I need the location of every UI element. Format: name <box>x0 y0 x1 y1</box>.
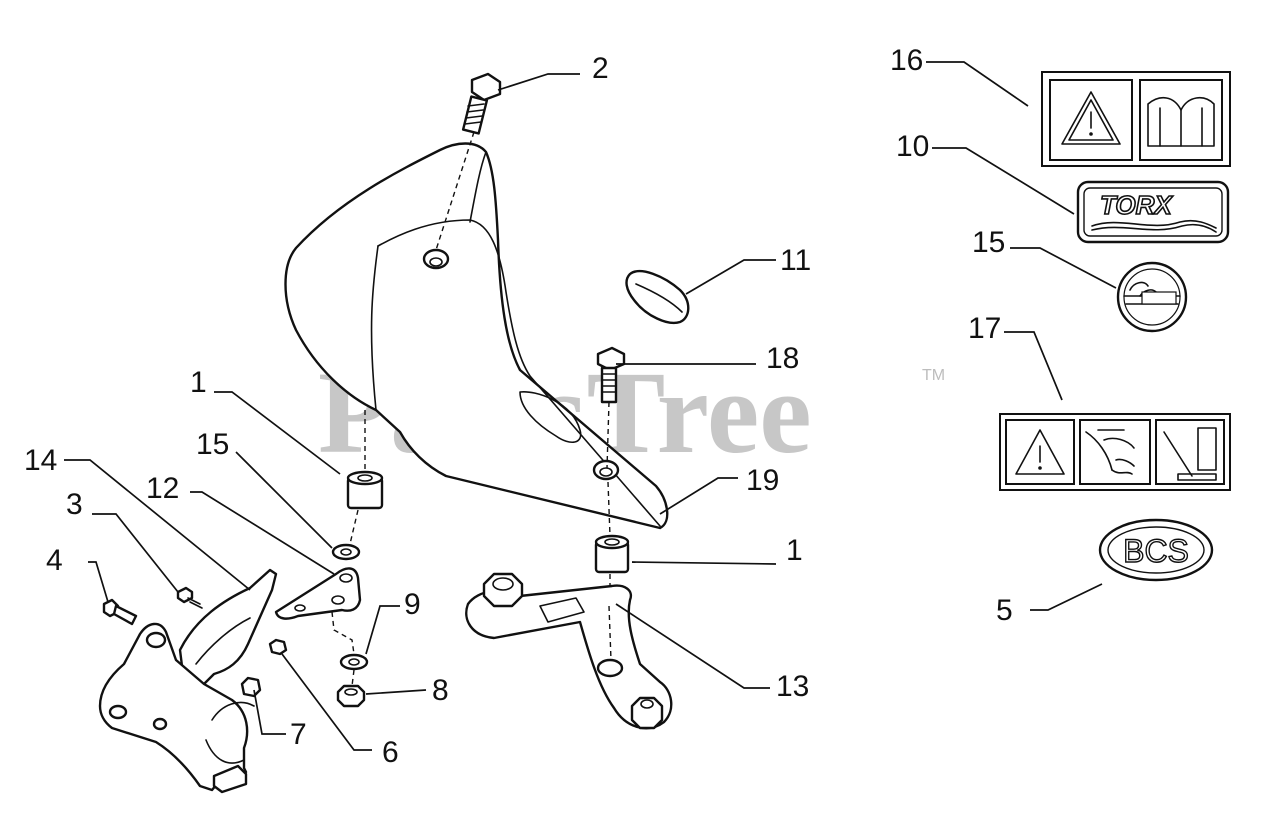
bcs-logo-text: BCS <box>1123 533 1189 569</box>
bracket-12[interactable] <box>274 567 362 620</box>
callout-19: 19 <box>746 464 779 497</box>
leader-lines <box>64 61 1117 751</box>
watermark-trademark: TM <box>922 367 945 384</box>
callout-18: 18 <box>766 342 799 375</box>
callout-11: 11 <box>780 244 811 277</box>
callout-1-left: 1 <box>190 366 207 399</box>
housing[interactable] <box>98 622 255 794</box>
callout-1-right: 1 <box>786 534 803 567</box>
callout-13: 13 <box>776 670 809 703</box>
callout-3: 2 <box>592 52 609 85</box>
decal-9-bcs[interactable]: BCS <box>1098 518 1214 582</box>
callout-10: 10 <box>896 130 929 163</box>
callout-numbers: 2 16 10 15 11 17 18 1 15 14 12 3 19 1 4 … <box>24 44 1013 769</box>
rubber-pad-11[interactable] <box>625 269 690 325</box>
torx-logo-text: TORX <box>1100 190 1173 220</box>
callout-15-washer: 15 <box>196 428 229 461</box>
callout-2: 3 <box>66 488 83 521</box>
bolt-3[interactable] <box>461 72 502 135</box>
callout-8: 9 <box>404 588 421 621</box>
callout-9: 5 <box>996 594 1013 627</box>
decal-17-safety[interactable] <box>999 413 1231 491</box>
plate-14[interactable] <box>178 568 278 693</box>
bolt-2[interactable] <box>176 586 203 609</box>
washer-8[interactable] <box>339 653 369 671</box>
decal-15-round[interactable] <box>1116 261 1188 333</box>
nut-5[interactable] <box>268 638 288 656</box>
callout-16: 16 <box>890 44 923 77</box>
callout-14: 14 <box>24 444 57 477</box>
nut-6[interactable] <box>240 676 262 698</box>
spacer-1-right[interactable] <box>594 534 630 574</box>
decal-10-torx[interactable]: TORX <box>1076 180 1230 244</box>
callout-17: 17 <box>968 312 1001 345</box>
callout-12: 12 <box>146 472 179 505</box>
shield-guard[interactable] <box>284 142 669 530</box>
callout-6: 7 <box>290 718 307 751</box>
decal-16-warning-manual[interactable] <box>1041 71 1231 167</box>
spacer-1-left[interactable] <box>346 470 384 510</box>
callout-5: 6 <box>382 736 399 769</box>
callout-15-decal: 15 <box>972 226 1005 259</box>
washer-15[interactable] <box>331 543 361 561</box>
bolt-4[interactable] <box>102 598 138 626</box>
nut-7[interactable] <box>336 684 366 708</box>
steering-arm[interactable] <box>465 572 673 730</box>
callout-4: 4 <box>46 544 63 577</box>
callout-7: 8 <box>432 674 449 707</box>
